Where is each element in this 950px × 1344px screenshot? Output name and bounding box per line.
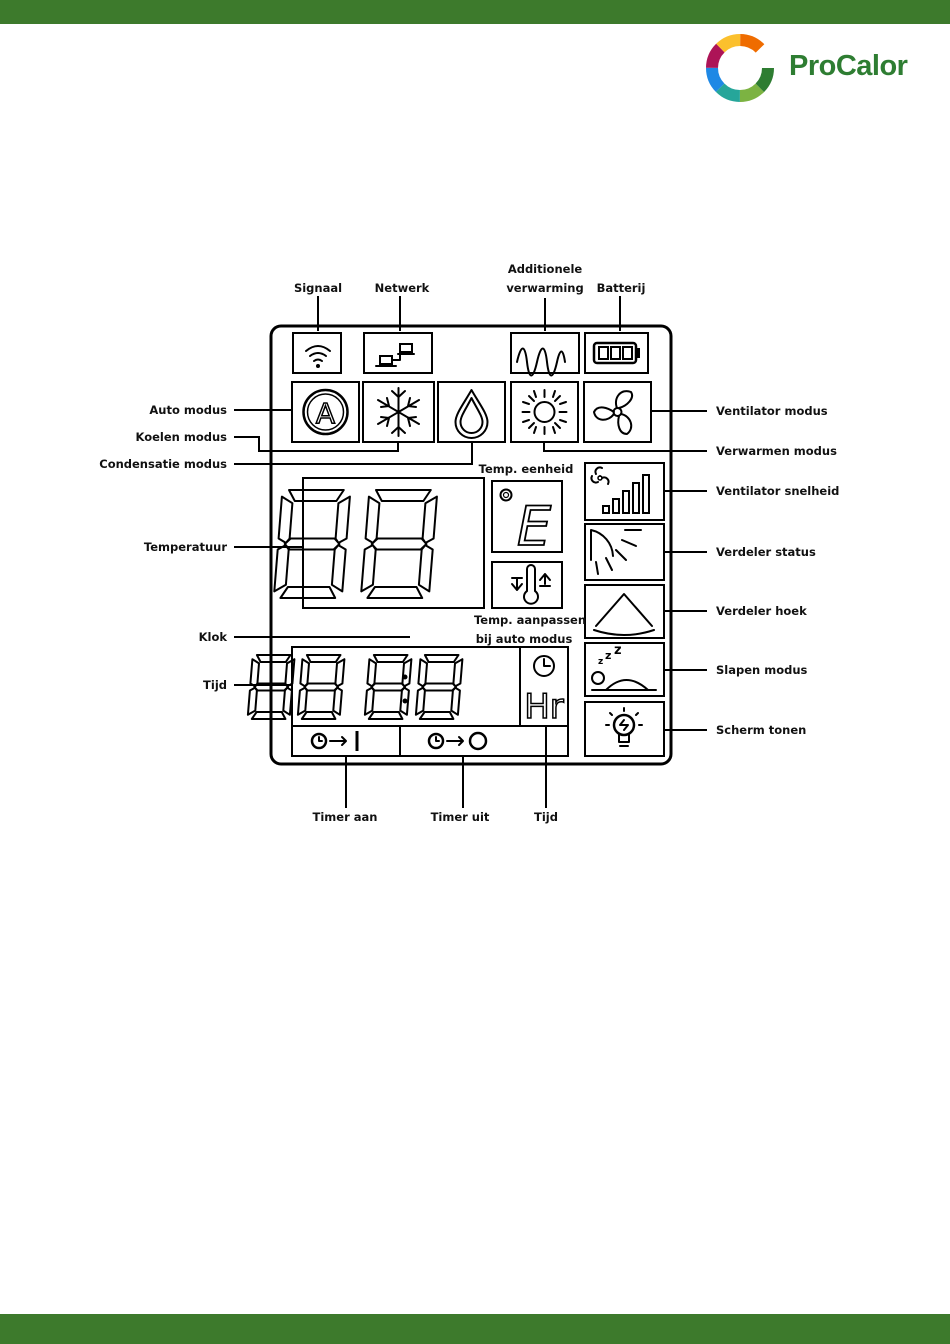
lcd-segment: [360, 544, 377, 593]
label-additionele-1: Additionele: [508, 262, 583, 276]
clock-icon: [533, 655, 555, 677]
lcd-segment: [277, 495, 294, 544]
svg-text:z: z: [605, 649, 611, 662]
label-temperatuur: Temperatuur: [144, 540, 227, 554]
label-timer-aan: Timer aan: [313, 810, 378, 824]
hour-unit: Hr: [524, 687, 564, 727]
lcd-segment: [288, 489, 345, 502]
lcd-segment: [375, 489, 432, 502]
procalor-logo: ProCalor: [700, 30, 930, 110]
label-ventilator-snelheid: Ventilator snelheid: [716, 484, 839, 498]
lcd-segment: [250, 711, 287, 720]
clock-display: Hr: [246, 646, 569, 728]
leader-lines: [234, 296, 707, 808]
sun-icon: [510, 381, 579, 443]
snowflake-icon: [362, 381, 435, 443]
label-verdeler-hoek: Verdeler hoek: [716, 604, 807, 618]
timer-off-icon: [427, 731, 488, 751]
heater-icon: [510, 332, 580, 377]
lcd-segment: [303, 682, 339, 692]
label-verwarmen-modus: Verwarmen modus: [716, 444, 837, 458]
timer-on-icon: [310, 731, 359, 751]
label-temp-eenheid: Temp. eenheid: [479, 462, 574, 476]
lcd-segment: [255, 654, 292, 663]
label-scherm-tonen: Scherm tonen: [716, 723, 806, 737]
temp-unit-display: E: [491, 480, 563, 559]
temp-digit-1: [273, 489, 351, 599]
sleep-icon: z z z: [584, 642, 665, 697]
label-timer-uit: Timer uit: [431, 810, 490, 824]
label-slapen-modus: Slapen modus: [716, 663, 808, 677]
lcd-segment: [372, 654, 409, 663]
lcd-segment: [417, 544, 434, 593]
temp-digit-2: [360, 489, 438, 599]
temperature-display: [273, 477, 485, 609]
footer-bar: [0, 1314, 950, 1344]
clock-digit-3: [363, 654, 413, 720]
louver-status-icon: [584, 523, 665, 581]
label-verdeler-status: Verdeler status: [716, 545, 816, 559]
lcd-segment: [246, 686, 258, 716]
header-bar: [0, 0, 950, 24]
lcd-segment: [249, 658, 260, 688]
bulb-icon: [584, 701, 665, 757]
lcd-segment: [283, 537, 341, 551]
temp-adjust-icon: [491, 561, 563, 609]
label-condensatie-modus: Condensatie modus: [99, 457, 227, 471]
labels: Signaal Netwerk Additionele verwarming B…: [99, 262, 839, 824]
lcd-segment: [279, 586, 337, 599]
lcd-segment: [366, 586, 424, 599]
label-tijd-left: Tijd: [203, 678, 227, 692]
label-tijd-bottom: Tijd: [534, 810, 558, 824]
auto-letter: A: [316, 397, 335, 430]
fan-speed-icon: [584, 462, 665, 521]
lcd-segment: [423, 654, 460, 663]
label-klok: Klok: [199, 630, 228, 644]
battery-icon: [584, 332, 649, 374]
drop-icon: [437, 381, 506, 443]
lcd-segment: [253, 682, 289, 692]
timer-row: [291, 725, 569, 757]
svg-text:z: z: [598, 657, 603, 667]
label-koelen-modus: Koelen modus: [136, 430, 228, 444]
label-temp-aanpassen-1: Temp. aanpassen: [474, 613, 586, 627]
lcd-frame: [269, 324, 673, 766]
lcd-segment: [370, 537, 428, 551]
label-signaal: Signaal: [294, 281, 342, 295]
louver-angle-icon: [584, 584, 665, 639]
svg-text:z: z: [614, 643, 622, 658]
signal-icon: [292, 332, 342, 374]
lcd-segment: [370, 682, 406, 692]
clock-digit-2: [296, 654, 346, 720]
brand-name: ProCalor: [789, 50, 908, 82]
fan-icon: [583, 381, 652, 443]
lcd-segment: [418, 711, 455, 720]
label-batterij: Batterij: [597, 281, 646, 295]
unit-letter: E: [517, 495, 552, 558]
lcd-segment: [282, 686, 293, 716]
logo-ring-icon: [706, 34, 774, 102]
label-netwerk: Netwerk: [375, 281, 430, 295]
lcd-segment: [330, 544, 347, 593]
label-additionele-2: verwarming: [506, 281, 583, 295]
lcd-segment: [273, 544, 290, 593]
label-auto-modus: Auto modus: [149, 403, 227, 417]
lcd-segment: [421, 682, 457, 692]
label-ventilator-modus: Ventilator modus: [716, 404, 828, 418]
lcd-segment: [367, 711, 404, 720]
auto-icon: A: [291, 381, 360, 443]
lcd-segment: [300, 711, 337, 720]
lcd-segment: [305, 654, 342, 663]
clock-digit-4: [414, 654, 464, 720]
network-icon: [363, 332, 433, 374]
label-temp-aanpassen-2: bij auto modus: [476, 632, 573, 646]
